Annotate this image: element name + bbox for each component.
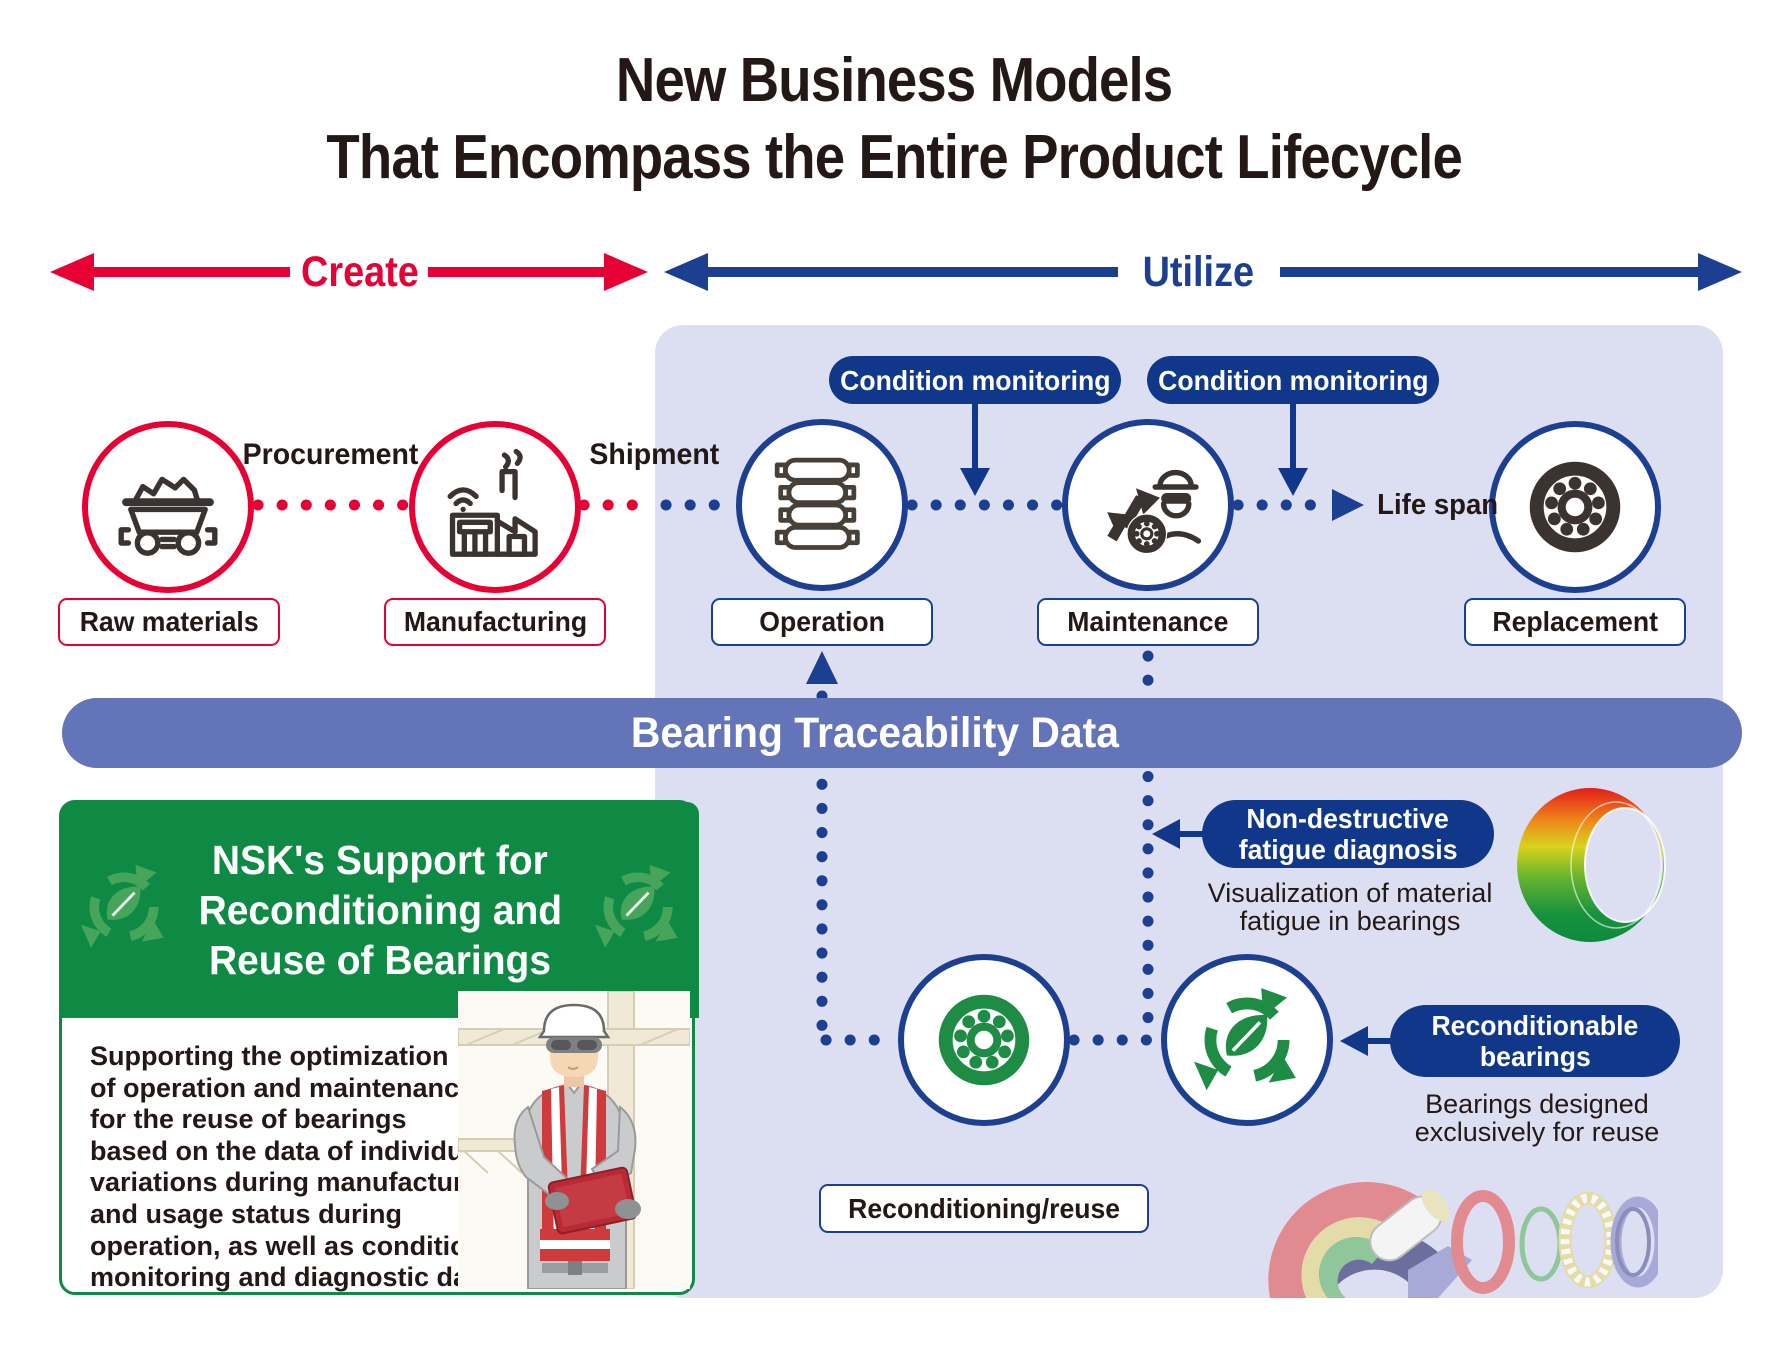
gradient-bearing-ring bbox=[1515, 786, 1695, 944]
stage-label-operation: Operation bbox=[711, 598, 933, 646]
nsk-support-heading: NSK's Support for Reconditioning and Reu… bbox=[61, 802, 699, 1018]
reconditionable-caption-line2: exclusively for reuse bbox=[1414, 1117, 1660, 1147]
recycle-leaf-icon bbox=[1188, 981, 1306, 1099]
green-bearing-icon bbox=[926, 982, 1042, 1098]
fatigue-caption-line1: Visualization of material bbox=[1207, 878, 1493, 908]
condition-monitoring-arrows bbox=[960, 402, 1308, 496]
reconditioning-reuse-label: Reconditioning/reuse bbox=[819, 1184, 1149, 1233]
stage-label-raw-materials: Raw materials bbox=[58, 598, 280, 646]
fatigue-caption-line2: fatigue in bearings bbox=[1239, 906, 1461, 936]
stage-label-maintenance: Maintenance bbox=[1037, 598, 1259, 646]
operation-circle bbox=[736, 419, 908, 591]
fatigue-arrow bbox=[1152, 819, 1204, 849]
exploded-bearing-illustration bbox=[1258, 1150, 1658, 1298]
stage-label-manufacturing: Manufacturing bbox=[384, 598, 606, 646]
utilize-arrow bbox=[664, 253, 1742, 291]
reconditionable-caption-line1: Bearings designed bbox=[1425, 1089, 1649, 1119]
recycle-leaf-icon bbox=[590, 859, 686, 955]
maintenance-worker-icon bbox=[1088, 445, 1208, 565]
worker-with-tablet-illustration bbox=[458, 991, 690, 1289]
replacement-circle bbox=[1489, 421, 1661, 593]
reconditioning-bearing-circle bbox=[898, 954, 1070, 1126]
page-title-line2: That Encompass the Entire Product Lifecy… bbox=[326, 123, 1463, 192]
maintenance-circle bbox=[1062, 419, 1234, 591]
life-span-label: Life span bbox=[1377, 488, 1499, 521]
mine-cart-icon bbox=[108, 447, 228, 567]
bearing-icon bbox=[1517, 449, 1633, 565]
recycle-leaf-icon bbox=[76, 859, 172, 955]
utilize-label: Utilize bbox=[1142, 247, 1254, 296]
rollers-icon bbox=[763, 446, 881, 564]
nsk-support-box: NSK's Support for Reconditioning and Reu… bbox=[59, 800, 699, 1295]
traceability-up-arrowhead bbox=[806, 651, 838, 684]
stage-label-replacement: Replacement bbox=[1464, 598, 1686, 646]
nsk-support-body: Supporting the optimization of operation… bbox=[90, 1041, 505, 1293]
page-title-line1: New Business Models bbox=[616, 46, 1173, 115]
shipment-label: Shipment bbox=[589, 438, 719, 471]
reconditionable-bearings-pill: Reconditionable bearings bbox=[1390, 1005, 1680, 1077]
factory-icon bbox=[436, 448, 554, 566]
life-span-arrowhead bbox=[1332, 489, 1364, 521]
condition-monitoring-pill-1: Condition monitoring bbox=[829, 356, 1121, 404]
procurement-label: Procurement bbox=[243, 438, 419, 471]
create-label: Create bbox=[301, 247, 419, 296]
manufacturing-circle bbox=[409, 421, 581, 593]
reuse-circle bbox=[1161, 954, 1333, 1126]
condition-monitoring-pill-2: Condition monitoring bbox=[1147, 356, 1439, 404]
reconditionable-arrow bbox=[1340, 1026, 1392, 1056]
fatigue-diagnosis-pill: Non-destructive fatigue diagnosis bbox=[1202, 800, 1494, 868]
raw-materials-circle bbox=[82, 421, 254, 593]
bearing-traceability-banner: Bearing Traceability Data bbox=[62, 698, 1742, 768]
create-arrow bbox=[50, 253, 648, 291]
